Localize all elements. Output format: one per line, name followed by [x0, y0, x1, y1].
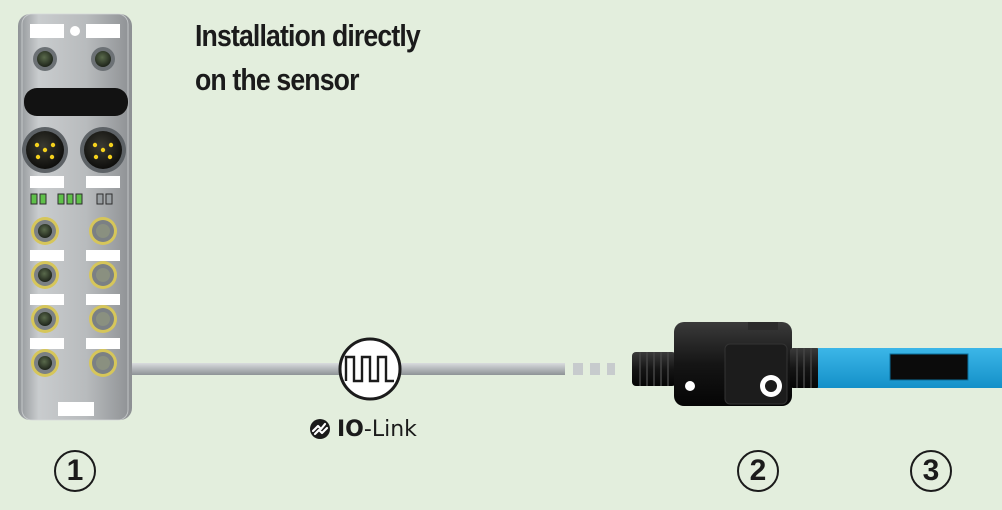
status-led-row — [30, 193, 113, 205]
io-link-label: IO-Link — [309, 414, 417, 444]
title-line-2: on the sensor — [195, 62, 359, 97]
title-line-1: Installation directly — [195, 18, 421, 53]
io-link-suffix: -Link — [363, 416, 417, 442]
callout-1: 1 — [54, 450, 96, 492]
sensor-device — [818, 348, 1002, 388]
diagram-title: Installation directly on the sensor — [195, 14, 470, 102]
m12-port-grid — [30, 217, 120, 377]
io-link-master-module — [18, 13, 132, 421]
io-link-converter — [632, 322, 820, 406]
io-link-logo-icon — [310, 419, 330, 439]
io-link-wordmark: IO-Link — [337, 417, 417, 442]
io-link-prefix: IO — [337, 416, 364, 442]
callout-2: 2 — [737, 450, 779, 492]
digital-signal-icon — [338, 337, 402, 401]
module-port-icon — [33, 47, 115, 71]
power-port-icon — [22, 127, 126, 173]
callout-3: 3 — [910, 450, 952, 492]
